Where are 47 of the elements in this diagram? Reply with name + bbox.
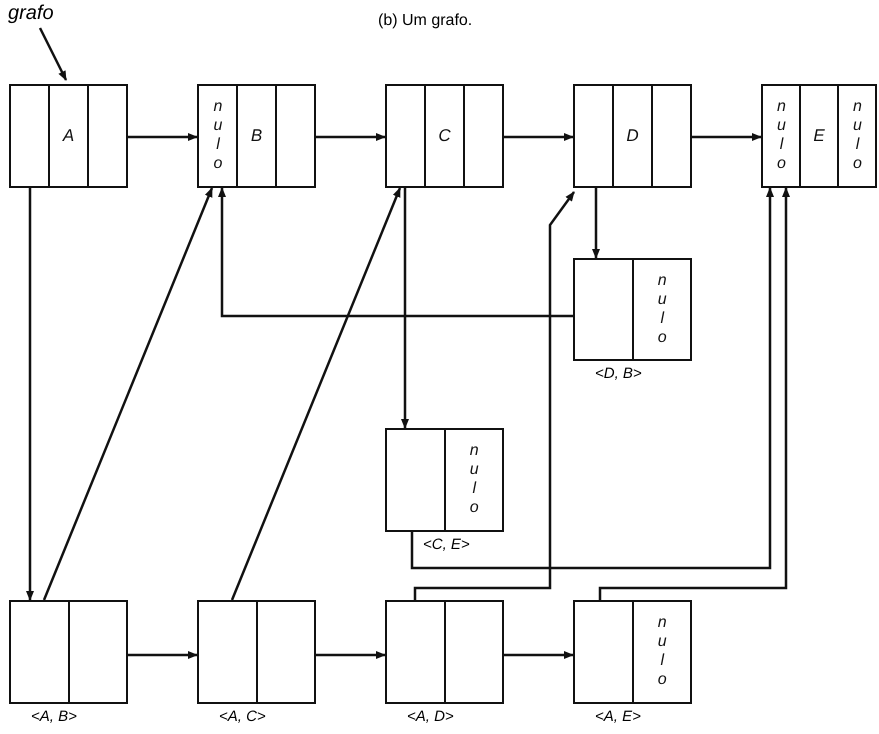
null-pointer-text: nulo	[652, 614, 671, 690]
arrow	[410, 187, 774, 570]
vertex-name: C	[438, 126, 451, 146]
null-pointer-text: nulo	[652, 272, 671, 348]
edge-record-label: <A, C>	[219, 708, 266, 725]
null-pointer-text: nulo	[772, 98, 790, 174]
record-box	[573, 258, 692, 361]
arrow	[692, 133, 762, 141]
edge-record-label: <A, B>	[31, 708, 77, 725]
edge-record-label: <D, B>	[595, 365, 642, 382]
arrow	[38, 27, 68, 81]
arrow	[230, 187, 402, 600]
record-box	[385, 600, 504, 704]
record-box	[197, 84, 316, 188]
record-box	[761, 84, 877, 188]
edge-record-label: <C, E>	[423, 536, 470, 553]
arrow	[218, 187, 573, 318]
arrow	[598, 187, 790, 600]
arrow	[128, 651, 198, 659]
vertex-name: A	[62, 126, 74, 146]
null-pointer-text: nulo	[208, 98, 226, 174]
vertex-name: E	[813, 126, 825, 146]
vertex-name: D	[626, 126, 639, 146]
arrow	[128, 133, 198, 141]
diagram-title: (b) Um grafo.	[378, 12, 472, 30]
arrow	[42, 187, 214, 600]
arrow	[401, 188, 409, 429]
record-box	[197, 600, 316, 704]
arrow	[504, 651, 574, 659]
record-box	[573, 84, 692, 188]
arrow	[592, 188, 600, 259]
arrow	[414, 191, 576, 600]
edge-record-label: <A, D>	[407, 708, 454, 725]
null-pointer-text: nulo	[848, 98, 866, 174]
arrow	[504, 133, 574, 141]
pointer-label: grafo	[8, 2, 54, 25]
arrow	[316, 651, 386, 659]
record-box	[573, 600, 692, 704]
arrow	[26, 188, 34, 601]
record-box	[9, 84, 128, 188]
record-box	[385, 428, 504, 532]
record-box	[9, 600, 128, 704]
vertex-name: B	[250, 126, 262, 146]
arrow	[316, 133, 386, 141]
edge-record-label: <A, E>	[595, 708, 641, 725]
record-box	[385, 84, 504, 188]
null-pointer-text: nulo	[464, 442, 483, 518]
